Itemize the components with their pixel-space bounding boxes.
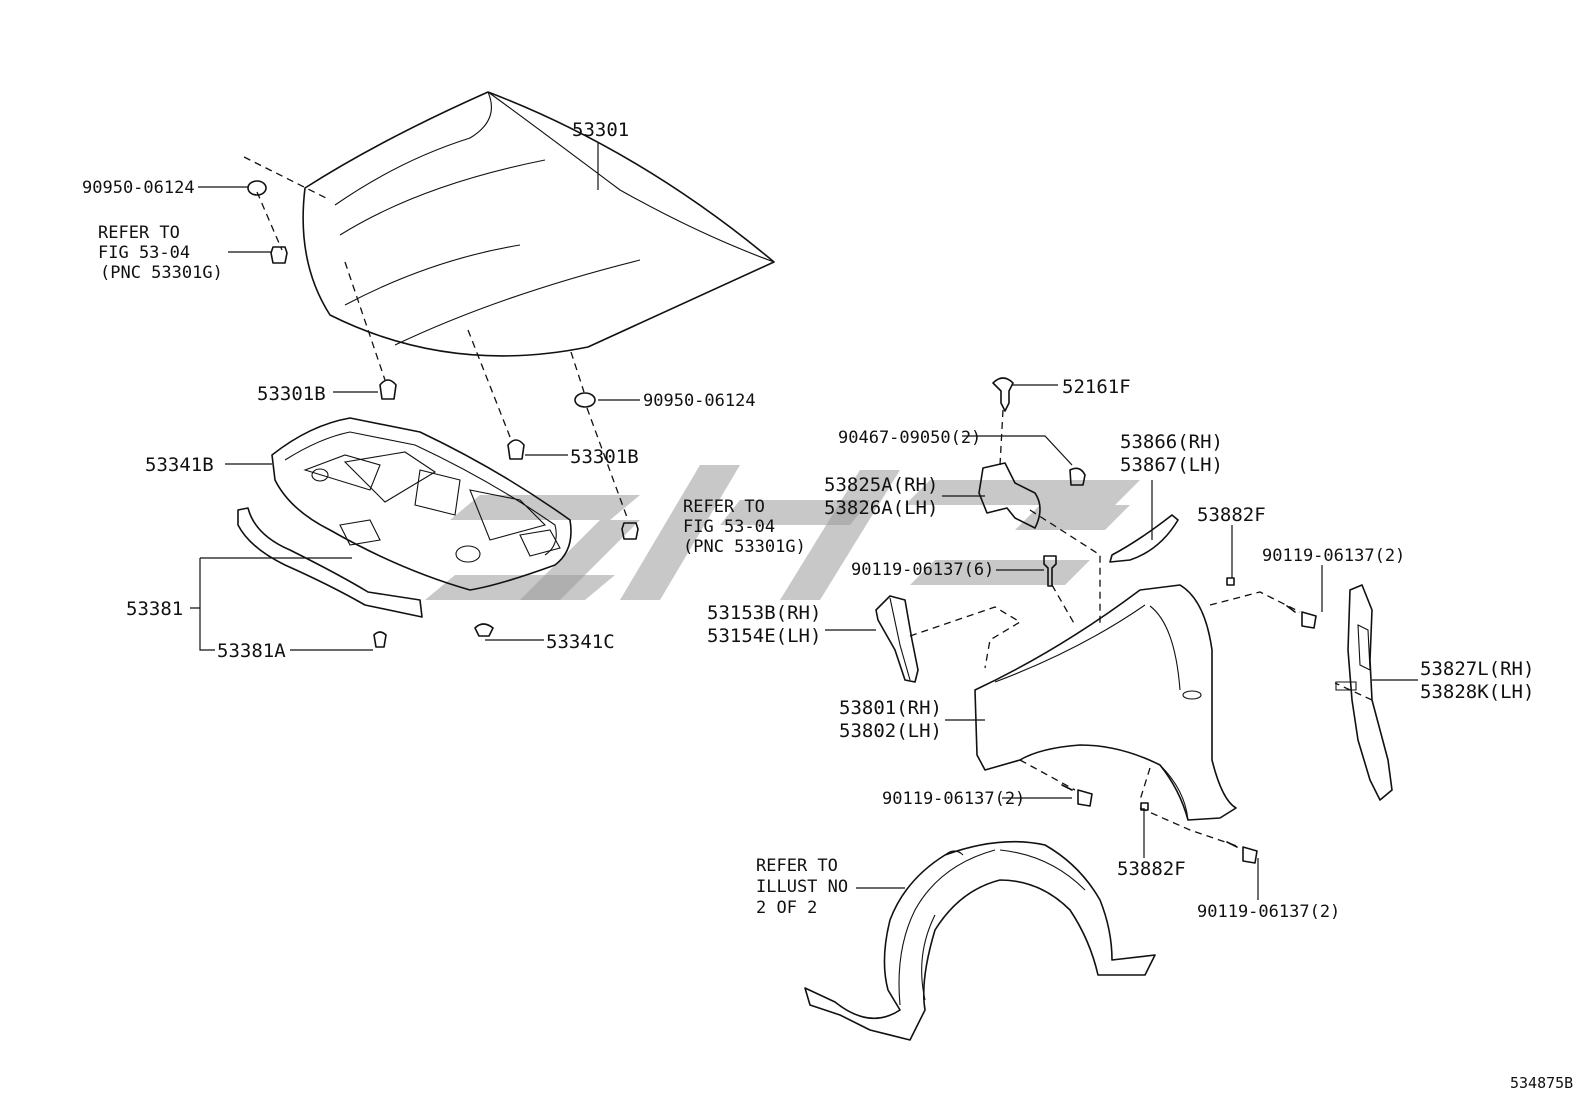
callout-labels: 53301 90950-06124 REFER TO FIG 53-04 (PN…	[82, 119, 1534, 922]
label-bracket-lh: 53826A(LH)	[824, 497, 938, 519]
hood-insulator	[271, 417, 572, 591]
label-refer-fig-mid-2: FIG 53-04	[683, 517, 775, 537]
label-bracket-rh: 53825A(RH)	[824, 474, 938, 496]
label-refer-fig-mid-1: REFER TO	[683, 497, 765, 517]
label-refer-fig-mid-3: (PNC 53301G)	[683, 537, 806, 557]
label-refer-fig-top-1: REFER TO	[98, 223, 180, 243]
label-fender-rh: 53801(RH)	[839, 697, 942, 719]
figure-id: 534875B	[1510, 1074, 1573, 1092]
label-cushion-left: 53301B	[257, 383, 326, 405]
label-nut: 90467-09050(2)	[838, 428, 981, 448]
label-refer-fig-top-3: (PNC 53301G)	[100, 263, 223, 283]
front-fender	[974, 584, 1237, 821]
fender-side-seal	[1335, 584, 1393, 801]
label-refer-fig-top-2: FIG 53-04	[98, 243, 190, 263]
fender-upper-seal	[1109, 514, 1179, 563]
label-seal-right: 90950-06124	[643, 391, 756, 411]
fender-assembly-lines	[909, 409, 1373, 848]
label-support-lh: 53154E(LH)	[707, 625, 821, 647]
label-seal-upper-rh: 53866(RH)	[1120, 431, 1223, 453]
label-nut-lower: 53882F	[1117, 858, 1186, 880]
label-insulator: 53341B	[145, 454, 214, 476]
label-nut-upper: 53882F	[1197, 504, 1266, 526]
label-seal-side-lh: 53828K(LH)	[1420, 681, 1534, 703]
label-bolt-6: 90119-06137(6)	[851, 560, 994, 580]
label-seal-side-rh: 53827L(RH)	[1420, 658, 1534, 680]
label-bolt-lower: 90119-06137(2)	[882, 789, 1025, 809]
label-hood: 53301	[572, 119, 629, 141]
label-refer-illust-2: ILLUST NO	[756, 877, 848, 897]
fender-bracket-parts	[978, 377, 1086, 587]
fender-support	[875, 595, 919, 683]
label-bolt-right-upper: 90119-06137(2)	[1262, 546, 1405, 566]
bolts	[1061, 577, 1317, 864]
label-seal-upper-lh: 53867(LH)	[1120, 454, 1223, 476]
seal-strip	[237, 507, 494, 648]
label-seal-strip: 53381	[126, 598, 183, 620]
label-seal-clip: 53381A	[217, 640, 286, 662]
hood-fasteners	[247, 180, 639, 540]
hood-assembly-lines	[243, 156, 629, 521]
leader-lines	[190, 143, 1418, 900]
label-refer-illust-1: REFER TO	[756, 856, 838, 876]
fender-liner	[804, 840, 1156, 1041]
label-insulator-clip: 53341C	[546, 631, 615, 653]
hood-panel	[302, 91, 775, 357]
label-fender-lh: 53802(LH)	[839, 720, 942, 742]
label-clip-top: 52161F	[1062, 376, 1131, 398]
watermark-logo	[425, 465, 1140, 600]
label-cushion-center: 53301B	[570, 446, 639, 468]
label-bolt-bottom: 90119-06137(2)	[1197, 902, 1340, 922]
label-refer-illust-3: 2 OF 2	[756, 898, 817, 918]
label-hood-seal-top: 90950-06124	[82, 178, 195, 198]
label-support-rh: 53153B(RH)	[707, 602, 821, 624]
